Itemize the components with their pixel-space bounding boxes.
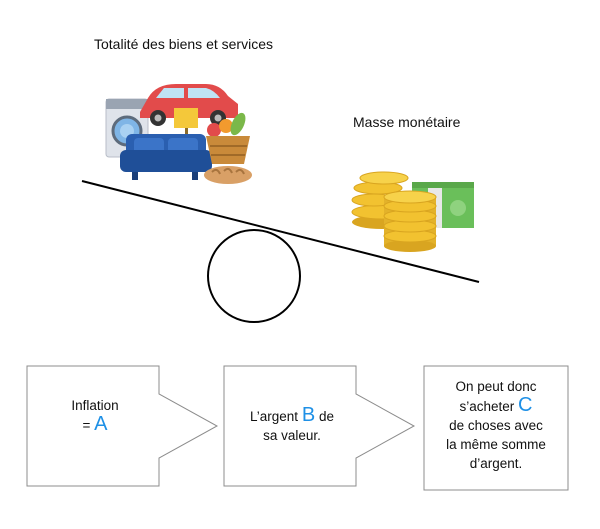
slot-b: B [301, 404, 316, 426]
flow-arrows [26, 365, 569, 491]
coin-stack-icon [383, 190, 437, 252]
fulcrum-circle [207, 229, 301, 323]
bread-icon [204, 166, 252, 184]
box1-equals: = [82, 418, 91, 433]
flow-box-2 [223, 365, 416, 487]
box3-line5: d’argent. [469, 456, 523, 471]
balance-beam [81, 180, 480, 283]
box2-line2: sa valeur. [263, 428, 321, 443]
slot-c: C [518, 394, 533, 416]
box2-text: L’argent B de sa valeur. [228, 404, 356, 445]
box3-text: On peut donc s’acheter C de choses avec … [428, 377, 564, 473]
box3-line4: la même somme [446, 437, 546, 452]
consumer-goods-cluster-icon [105, 84, 252, 184]
box2-after: de [318, 409, 334, 424]
box1-term: Inflation [71, 398, 119, 413]
box1-text: Inflation = A [40, 396, 150, 435]
sofa-icon [120, 134, 212, 180]
flow-box-1 [26, 365, 219, 487]
box3-line2: s’acheter [459, 399, 515, 414]
slot-a: A [94, 413, 108, 435]
money-label: Masse monétaire [353, 114, 461, 130]
coins-and-banknotes-icon [351, 171, 474, 252]
box3-line1: On peut donc [455, 379, 537, 394]
balance-scene [81, 84, 480, 323]
box3-line3: de choses avec [449, 418, 543, 433]
goods-label: Totalité des biens et services [94, 36, 273, 52]
flow-box-3 [423, 365, 569, 491]
box2-before: L’argent [250, 409, 299, 424]
fruit-basket-icon [206, 112, 250, 164]
